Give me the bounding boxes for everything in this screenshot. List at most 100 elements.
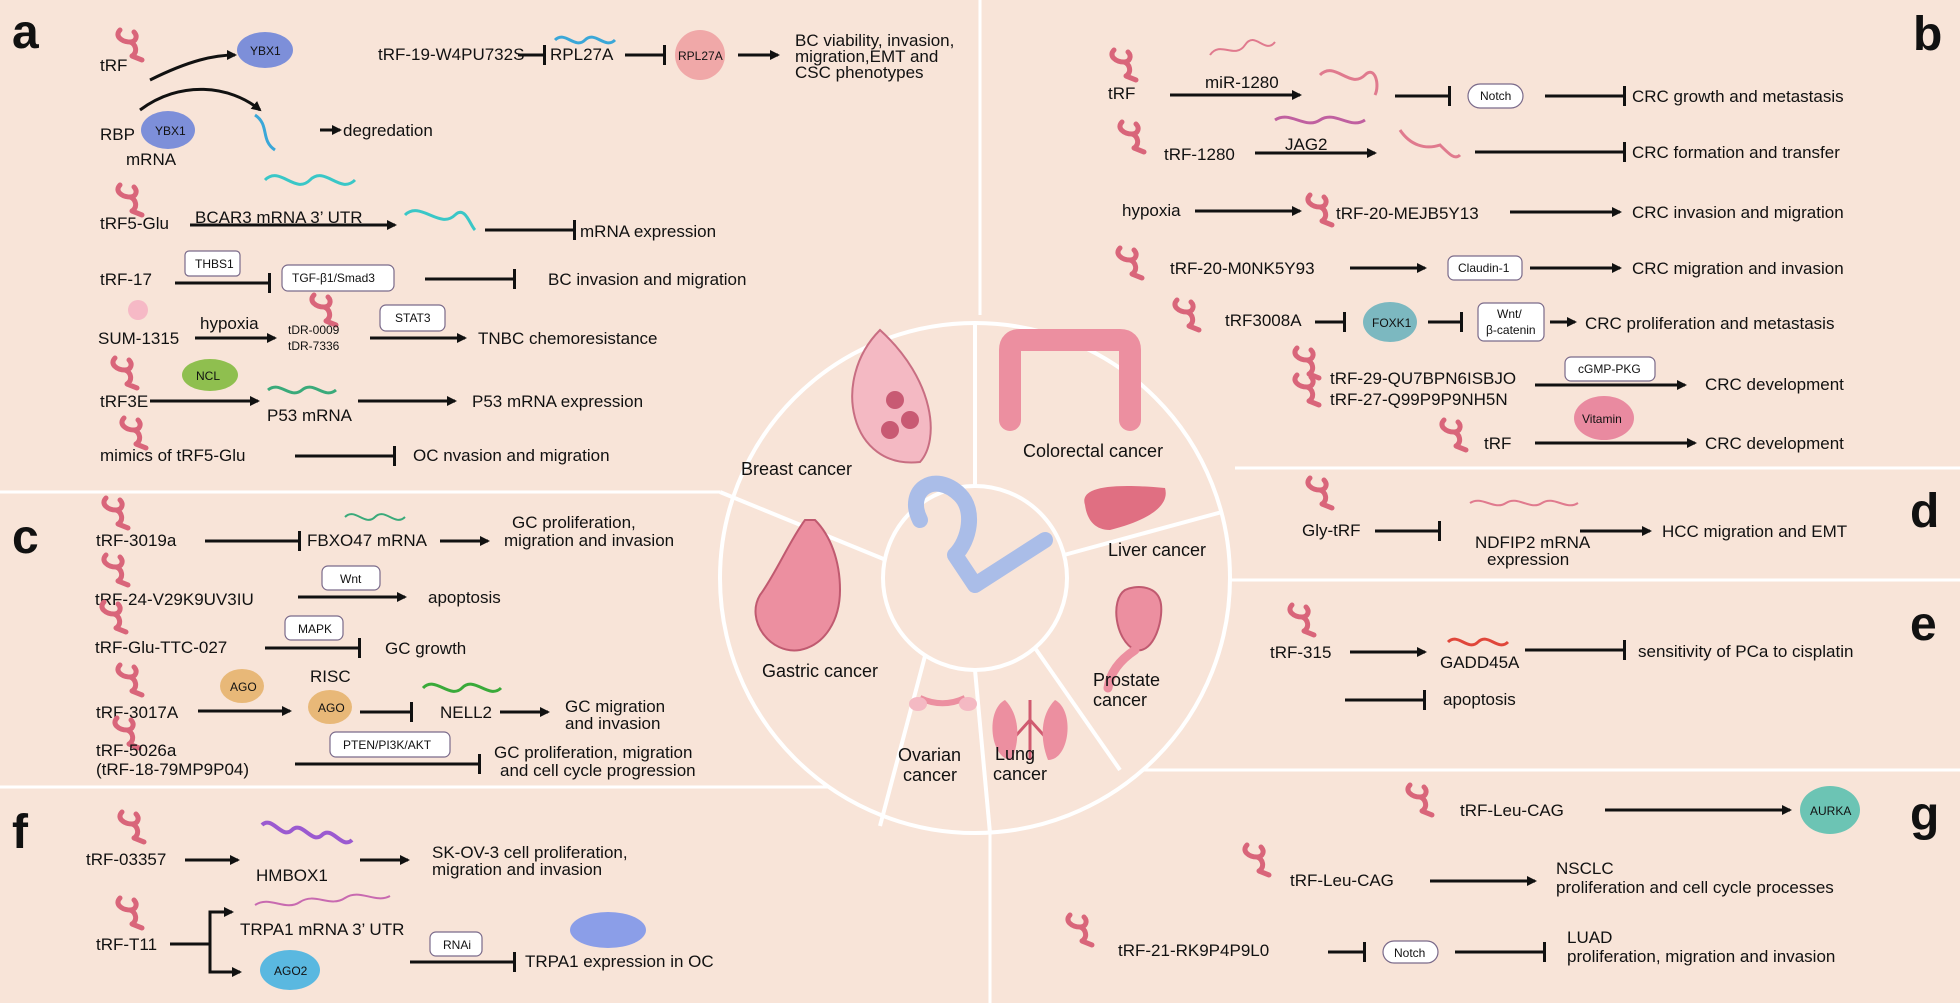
panel-g-label: g bbox=[1910, 788, 1939, 841]
trfleu1-label: tRF-Leu-CAG bbox=[1460, 801, 1564, 820]
aurka-label: AURKA bbox=[1810, 804, 1851, 818]
trft11-label: tRF-T11 bbox=[96, 935, 157, 954]
trf-label: tRF bbox=[1108, 84, 1135, 103]
trf-hook-icon bbox=[122, 418, 146, 448]
bc-outcome-2: migration,EMT and bbox=[795, 47, 938, 66]
bcar3-bound-icon bbox=[403, 209, 477, 232]
trfglu-label: tRF-Glu-TTC-027 bbox=[95, 638, 227, 657]
vitamin-icon bbox=[1574, 396, 1634, 440]
glytrf-label: Gly-tRF bbox=[1302, 521, 1361, 540]
tdr0009-label: tDR-0009 bbox=[288, 323, 340, 337]
trf-hook-icon bbox=[118, 665, 142, 695]
tgfb-label: TGF-β1/Smad3 bbox=[292, 271, 375, 285]
notch-box bbox=[1467, 83, 1524, 109]
trf-hook-icon bbox=[1408, 785, 1432, 815]
trpa1utr-label: TRPA1 mRNA 3’ UTR bbox=[240, 920, 404, 939]
trf3017a-label: tRF-3017A bbox=[96, 703, 179, 722]
trf3019a-label: tRF-3019a bbox=[96, 531, 177, 550]
gadd45a-label: GADD45A bbox=[1440, 653, 1520, 672]
cell-icon bbox=[128, 300, 148, 320]
panel-a-label: a bbox=[12, 6, 39, 59]
rpl27a-dna-icon bbox=[553, 35, 617, 45]
ncl-label: NCL bbox=[196, 369, 220, 383]
wnt-box bbox=[321, 565, 381, 591]
trf5026a-label: tRF-5026a bbox=[96, 741, 177, 760]
trf-hook-icon bbox=[1175, 300, 1199, 330]
trf29-label: tRF-29-QU7BPN6ISBJO bbox=[1330, 369, 1516, 388]
stat3-box bbox=[379, 304, 446, 332]
mirna-icon bbox=[1209, 39, 1276, 56]
p53expr-label: P53 mRNA expression bbox=[472, 392, 643, 411]
gc-mig-2: and invasion bbox=[565, 714, 660, 733]
ybx1-bottom-label: YBX1 bbox=[155, 124, 186, 138]
wnt-box bbox=[1477, 302, 1545, 342]
ybx1-protein-icon bbox=[141, 111, 195, 149]
trpa1-mrna-icon bbox=[254, 893, 391, 907]
ago2-label: AGO bbox=[318, 701, 345, 715]
stat3-label: STAT3 bbox=[395, 311, 431, 325]
trf-hook-icon bbox=[1308, 478, 1332, 508]
hmbox1-dna-icon bbox=[260, 820, 354, 845]
ago2-label: AGO2 bbox=[274, 964, 308, 978]
bc-outcome-1: BC viability, invasion, bbox=[795, 31, 954, 50]
panel-b: b tRF miR-1280 Notch CRC growth and meta… bbox=[1108, 8, 1942, 453]
prostate-cancer-label-1: Prostate bbox=[1093, 670, 1160, 690]
nell2-label: NELL2 bbox=[440, 703, 492, 722]
cgmp-label: cGMP-PKG bbox=[1578, 362, 1641, 376]
wnt-label-2: β-catenin bbox=[1486, 323, 1536, 337]
lung-icon bbox=[992, 700, 1068, 760]
ago2-protein-icon bbox=[260, 950, 320, 990]
trf-hook-icon bbox=[908, 475, 1053, 593]
crc-prolif-label: CRC proliferation and metastasis bbox=[1585, 314, 1834, 333]
panel-f: f tRF-03357 HMBOX1 SK-OV-3 cell prolifer… bbox=[12, 806, 714, 990]
prostate-icon bbox=[1103, 586, 1163, 693]
trf-hook-icon bbox=[1245, 845, 1269, 875]
pten-box bbox=[329, 731, 451, 758]
nsclc-1: NSCLC bbox=[1556, 859, 1614, 878]
breast-cancer-label: Breast cancer bbox=[741, 459, 852, 479]
ndfip2-mrna-icon bbox=[1469, 499, 1579, 507]
trf-hook-icon bbox=[312, 295, 336, 325]
gc-prolif-1: GC proliferation, bbox=[512, 513, 636, 532]
lung-cancer-label-2: cancer bbox=[993, 764, 1047, 784]
mimics-label: mimics of tRF5-Glu bbox=[100, 446, 245, 465]
trf-label: tRF bbox=[100, 56, 127, 75]
ago-protein-icon bbox=[220, 669, 264, 703]
fbxo47-mrna-icon bbox=[344, 513, 406, 521]
p53mrna-label: P53 mRNA bbox=[267, 406, 353, 425]
ncl-protein-icon bbox=[182, 359, 238, 391]
trf-hook-icon bbox=[1308, 195, 1332, 225]
nell2-mrna-icon bbox=[421, 682, 503, 693]
pten-label: PTEN/PI3K/AKT bbox=[343, 738, 432, 752]
cancer-wheel: Breast cancer Colorectal cancer Liver ca… bbox=[718, 321, 1232, 835]
gastric-cancer-label: Gastric cancer bbox=[762, 661, 878, 681]
mrna-strand-icon bbox=[254, 113, 276, 152]
jag2-bound-icon bbox=[1398, 129, 1462, 159]
bcar3-label: BCAR3 mRNA 3’ UTR bbox=[195, 208, 363, 227]
rnai-label: RNAi bbox=[443, 938, 471, 952]
ybx1-protein-icon bbox=[237, 32, 293, 68]
trpa1expr-label: TRPA1 expression in OC bbox=[525, 952, 714, 971]
notch-label: Notch bbox=[1480, 89, 1511, 103]
ago-label: AGO bbox=[230, 680, 257, 694]
trfleu2-label: tRF-Leu-CAG bbox=[1290, 871, 1394, 890]
hcc-label: HCC migration and EMT bbox=[1662, 522, 1847, 541]
tnbc-label: TNBC chemoresistance bbox=[478, 329, 658, 348]
panel-c: c tRF-3019a FBXO47 mRNA GC proliferation… bbox=[12, 498, 696, 780]
degradation-label: degredation bbox=[343, 121, 433, 140]
luad-1: LUAD bbox=[1567, 928, 1612, 947]
hmbox1-label: HMBOX1 bbox=[256, 866, 328, 885]
panel-g: g tRF-Leu-CAG AURKA tRF-Leu-CAG NSCLC pr… bbox=[1068, 785, 1939, 966]
crc-migration-label: CRC migration and invasion bbox=[1632, 259, 1844, 278]
ndfip2-label-1: NDFIP2 mRNA bbox=[1475, 533, 1591, 552]
gc-mig-1: GC migration bbox=[565, 697, 665, 716]
trf27-label: tRF-27-Q99P9P9NH5N bbox=[1330, 390, 1508, 409]
trf-hook-icon bbox=[118, 898, 142, 928]
tdr7336-label: tDR-7336 bbox=[288, 339, 340, 353]
trf5glu-label: tRF5-Glu bbox=[100, 214, 169, 233]
panel-f-label: f bbox=[12, 806, 29, 859]
notch-label: Notch bbox=[1394, 946, 1425, 960]
trf-hook-icon bbox=[1120, 122, 1144, 152]
rbp-label: RBP bbox=[100, 125, 135, 144]
